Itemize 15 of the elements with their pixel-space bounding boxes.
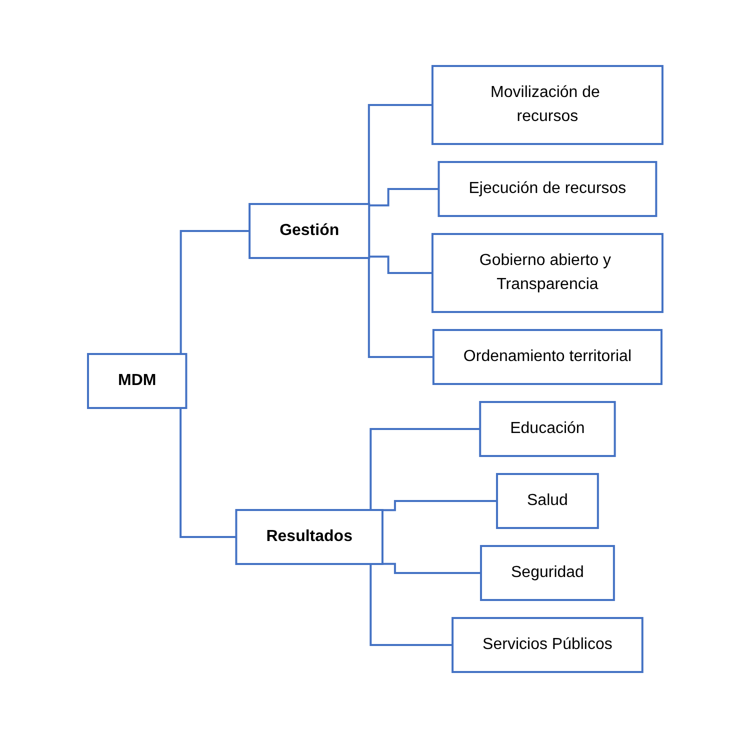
- connector: [369, 256, 433, 274]
- connector: [382, 562, 482, 574]
- connector: [382, 500, 498, 512]
- node-box: Gobierno abierto y Transparencia: [432, 233, 664, 313]
- node-box: Salud: [496, 473, 600, 529]
- node-box: Seguridad: [480, 545, 616, 601]
- node-box: Resultados: [235, 509, 384, 565]
- node-box: Educación: [479, 401, 616, 457]
- node-box: MDM: [87, 353, 188, 409]
- node-box: Movilización de recursos: [432, 65, 664, 145]
- node-box: Ordenamiento territorial: [432, 329, 663, 385]
- connector: [369, 188, 440, 206]
- node-box: Ejecución de recursos: [438, 161, 658, 217]
- node-box: Servicios Públicos: [452, 617, 644, 673]
- node-box: Gestión: [248, 203, 370, 259]
